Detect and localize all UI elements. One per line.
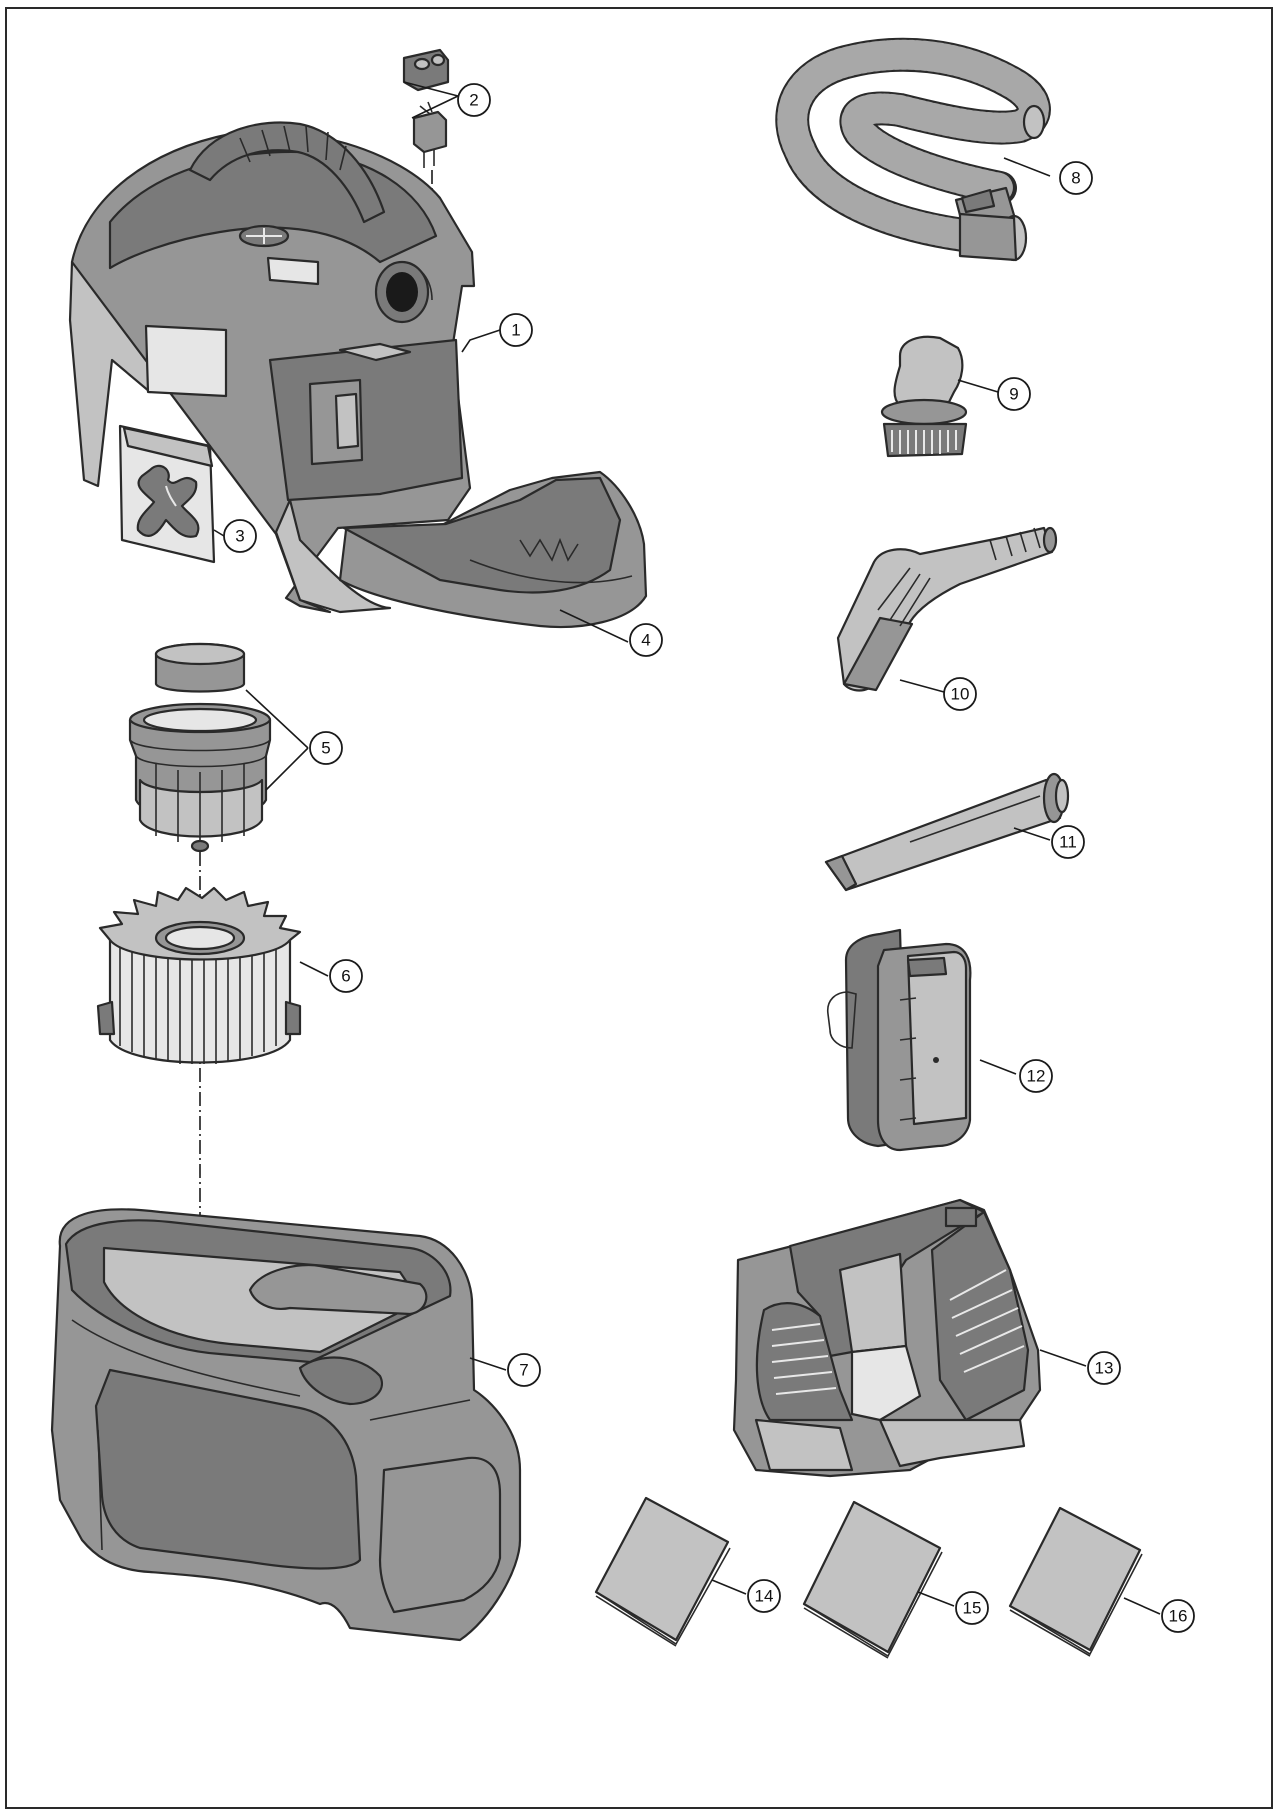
- part-charger: [732, 1198, 1042, 1478]
- callout-14-label: 14: [755, 1587, 774, 1606]
- callout-2-label: 2: [469, 91, 478, 110]
- callout-5: 5: [309, 731, 343, 765]
- callout-7-label: 7: [519, 1361, 528, 1380]
- callout-6: 6: [329, 959, 363, 993]
- callout-5-label: 5: [321, 739, 330, 758]
- callout-4-label: 4: [641, 631, 650, 650]
- callout-9: 9: [997, 377, 1031, 411]
- part-pleated-filter: [96, 886, 302, 1064]
- part-brush-nozzle: [880, 335, 968, 458]
- callout-3: 3: [223, 519, 257, 553]
- callout-8: 8: [1059, 161, 1093, 195]
- callout-11-label: 11: [1059, 833, 1077, 852]
- part-filter-cap-cage: [128, 642, 272, 853]
- part-upholstery-nozzle: [836, 526, 1058, 692]
- callout-15: 15: [955, 1591, 989, 1625]
- callout-6-label: 6: [341, 967, 350, 986]
- callout-10-label: 10: [951, 685, 970, 704]
- callout-1-label: 1: [511, 321, 520, 340]
- part-grille-filter: [118, 424, 216, 564]
- part-hose: [775, 37, 1051, 262]
- callout-7: 7: [507, 1353, 541, 1387]
- callout-13: 13: [1087, 1351, 1121, 1385]
- part-booklet-15: [802, 1500, 943, 1659]
- part-booklet-16: [1008, 1506, 1143, 1657]
- page-frame: [5, 7, 1273, 1809]
- callout-9-label: 9: [1009, 385, 1018, 404]
- callout-3-label: 3: [235, 527, 244, 546]
- part-housing-upper: [68, 121, 476, 614]
- callout-8-label: 8: [1071, 169, 1080, 188]
- callout-4: 4: [629, 623, 663, 657]
- part-booklet-14: [594, 1496, 731, 1647]
- part-switch-assembly: [402, 48, 450, 168]
- callout-16-label: 16: [1169, 1607, 1188, 1626]
- part-handle-tray: [338, 470, 648, 629]
- callout-11: 11: [1051, 825, 1085, 859]
- part-battery: [826, 928, 972, 1152]
- callout-1: 1: [499, 313, 533, 347]
- callout-13-label: 13: [1095, 1359, 1114, 1378]
- part-crevice-nozzle: [824, 772, 1070, 892]
- part-collection-tank: [50, 1208, 522, 1642]
- callout-10: 10: [943, 677, 977, 711]
- leader-lines: [213, 81, 1161, 1615]
- callout-12-label: 12: [1027, 1067, 1046, 1086]
- callout-12: 12: [1019, 1059, 1053, 1093]
- callout-2: 2: [457, 83, 491, 117]
- callout-15-label: 15: [963, 1599, 982, 1618]
- callout-14: 14: [747, 1579, 781, 1613]
- callout-16: 16: [1161, 1599, 1195, 1633]
